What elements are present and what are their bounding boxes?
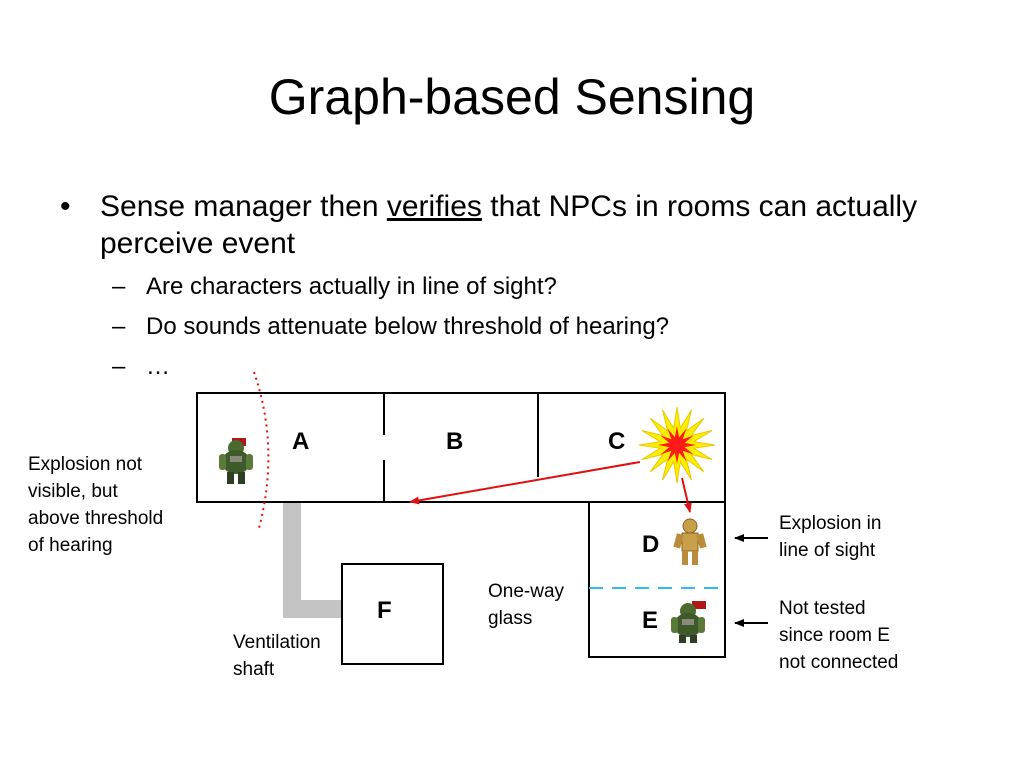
- room-row-abc: [196, 392, 726, 503]
- annotation-explosion-not-visible: Explosion not visible, but above thresho…: [28, 451, 163, 559]
- annotation-ventilation-shaft: Ventilation shaft: [233, 629, 321, 683]
- annotation-line: of hearing: [28, 535, 113, 556]
- bullet-text-before: Sense manager then: [100, 190, 387, 223]
- annotation-not-tested: Not tested since room E not connected: [779, 595, 898, 676]
- annotation-line: visible, but: [28, 481, 118, 502]
- sub-bullet-text: Are characters actually in line of sight…: [146, 273, 557, 300]
- annotation-one-way-glass: One-way glass: [488, 578, 564, 632]
- sound-propagation-arrow: [409, 461, 641, 505]
- room-label-d: D: [642, 531, 660, 558]
- sub-bullet-marker: –: [112, 273, 126, 300]
- hearing-boundary-curve: [253, 371, 270, 529]
- orc-npc-icon: [671, 601, 706, 643]
- bullet-text-after: that NPCs in rooms can actually perceive…: [100, 190, 918, 260]
- annotation-line: shaft: [233, 659, 275, 680]
- annotation-line: Not tested: [779, 598, 866, 619]
- room-label-e: E: [642, 607, 659, 634]
- annotation-line: Explosion not: [28, 454, 143, 475]
- bullet-list: • Sense manager then verifies that NPCs …: [60, 188, 960, 382]
- main-bullet: • Sense manager then verifies that NPCs …: [60, 188, 960, 262]
- sub-bullet-marker: –: [112, 313, 126, 340]
- room-label-f: F: [377, 597, 392, 624]
- room-label-b: B: [446, 428, 464, 455]
- room-label-a: A: [292, 428, 310, 455]
- explosion-icon: [638, 406, 716, 484]
- annotation-line: One-way: [488, 581, 565, 602]
- sub-bullet-ellipsis: – …: [60, 352, 960, 382]
- bullet-marker: •: [60, 190, 71, 223]
- annotation-line: since room E: [779, 625, 890, 646]
- room-f: [341, 563, 444, 665]
- sub-bullet-text: …: [146, 353, 170, 380]
- sight-arrow-to-d: [681, 477, 692, 513]
- room-label-c: C: [608, 428, 626, 455]
- bullet-underlined-word: verifies: [386, 190, 482, 223]
- annotation-line: not connected: [779, 652, 899, 673]
- sub-bullet-text: Do sounds attenuate below threshold of h…: [146, 313, 670, 340]
- annotation-line: line of sight: [779, 540, 876, 561]
- annotation-line: Ventilation: [233, 632, 321, 653]
- room-column-de: [588, 501, 726, 658]
- annotation-line: glass: [488, 608, 533, 629]
- wooden-npc-icon: [673, 518, 707, 565]
- annotation-line: Explosion in: [779, 513, 882, 534]
- sub-bullet-line-of-sight: – Are characters actually in line of sig…: [60, 272, 960, 302]
- slide-title: Graph-based Sensing: [268, 69, 756, 125]
- orc-npc-icon: [219, 438, 253, 484]
- sub-bullet-marker: –: [112, 353, 126, 380]
- annotation-line: above threshold: [28, 508, 164, 529]
- ventilation-shaft: [283, 503, 341, 618]
- sub-bullet-hearing: – Do sounds attenuate below threshold of…: [60, 312, 960, 342]
- annotation-in-line-of-sight: Explosion in line of sight: [779, 510, 881, 564]
